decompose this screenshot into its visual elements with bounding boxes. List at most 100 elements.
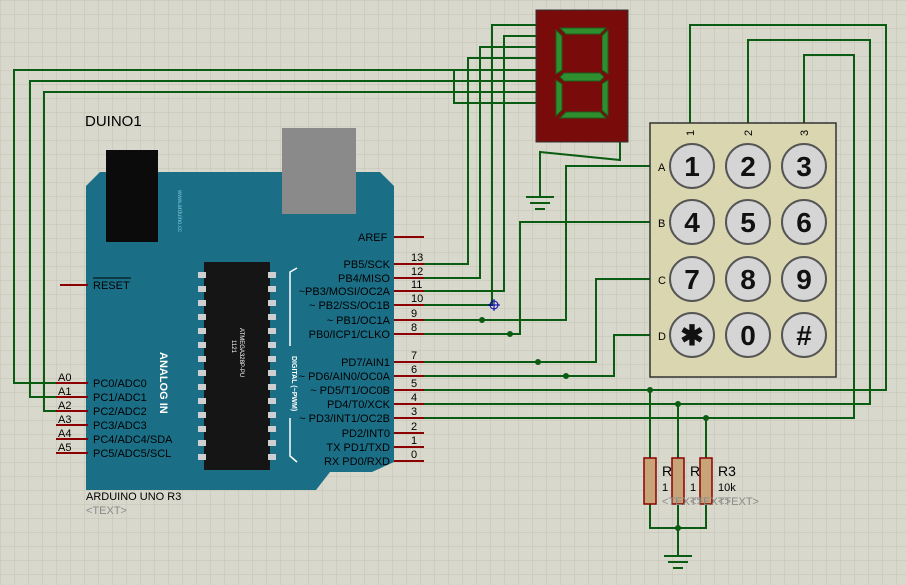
svg-text:PC3/ADC3: PC3/ADC3 xyxy=(93,420,147,432)
usb-port xyxy=(282,128,356,214)
svg-text:TX PD1/TXD: TX PD1/TXD xyxy=(326,442,390,454)
key-0[interactable]: 0 xyxy=(725,312,771,358)
resistor-2 xyxy=(671,457,685,505)
wire-row-b xyxy=(424,221,650,335)
arduino-uno-board[interactable]: DUINO1 www.arduino.cc 1121 ATMEGA328P-PU… xyxy=(56,113,424,517)
svg-text:1: 1 xyxy=(411,435,417,447)
chip-pins xyxy=(198,272,276,460)
ground-symbol-display xyxy=(526,196,554,210)
wire-seg-a xyxy=(424,24,536,306)
svg-text:PC2/ADC2: PC2/ADC2 xyxy=(93,406,147,418)
resistor-1 xyxy=(643,457,657,505)
svg-text:A3: A3 xyxy=(58,414,71,426)
svg-text:#: # xyxy=(796,320,812,351)
key-3[interactable]: 3 xyxy=(781,143,827,189)
svg-text:~ PB1/OC1A: ~ PB1/OC1A xyxy=(327,315,391,327)
svg-text:4: 4 xyxy=(411,392,417,404)
svg-text:1: 1 xyxy=(684,151,700,182)
resistor-3-name: R3 xyxy=(718,463,736,479)
analog-in-label: ANALOG IN xyxy=(157,352,169,414)
wire-col-1 xyxy=(424,24,887,391)
resistor-1-text: <TEXT> xyxy=(662,496,703,508)
svg-text:PC0/ADC0: PC0/ADC0 xyxy=(93,378,147,390)
svg-text:6: 6 xyxy=(411,364,417,376)
keypad-row-a: A xyxy=(658,162,666,174)
digital-pin-6: 6~ PD6/AIN0/OC0A xyxy=(299,364,424,383)
keypad-col-1: 1 xyxy=(685,130,697,136)
svg-text:RX PD0/RXD: RX PD0/RXD xyxy=(324,456,390,468)
svg-text:PC4/ADC4/SDA: PC4/ADC4/SDA xyxy=(93,434,173,446)
seven-segment-display[interactable] xyxy=(535,9,629,143)
svg-text:0: 0 xyxy=(411,449,417,461)
ground-symbol-resistors xyxy=(664,555,692,569)
svg-text:✱: ✱ xyxy=(680,320,703,351)
svg-text:PB4/MISO: PB4/MISO xyxy=(338,273,390,285)
key-5[interactable]: 5 xyxy=(725,199,771,245)
svg-text:3: 3 xyxy=(411,406,417,418)
resistor-2-name: R xyxy=(690,463,700,479)
resistor-2-text: <TEXT> xyxy=(690,496,731,508)
digital-label: DIGITAL (~PWM) xyxy=(290,356,297,411)
resistor-2-value: 1 xyxy=(690,482,696,494)
keypad-row-b: B xyxy=(658,218,665,230)
board-website: www.arduino.cc xyxy=(176,189,182,232)
digital-pin-5: 5~ PD5/T1/OC0B xyxy=(310,378,424,397)
key-star[interactable]: ✱ xyxy=(669,312,715,358)
svg-text:7: 7 xyxy=(411,350,417,362)
key-1[interactable]: 1 xyxy=(669,143,715,189)
wire-row-d xyxy=(424,334,650,377)
wire-col-3 xyxy=(424,54,855,419)
chip-label-1: 1121 xyxy=(230,340,236,354)
resistor-3-text: <TEXT> xyxy=(718,496,759,508)
svg-text:4: 4 xyxy=(684,207,700,238)
aref-label: AREF xyxy=(358,232,388,244)
svg-text:7: 7 xyxy=(684,264,700,295)
key-4[interactable]: 4 xyxy=(669,199,715,245)
svg-text:8: 8 xyxy=(411,322,417,334)
svg-text:6: 6 xyxy=(796,207,812,238)
svg-text:PD2/INT0: PD2/INT0 xyxy=(342,428,390,440)
wire-col-2 xyxy=(424,39,871,405)
svg-text:A2: A2 xyxy=(58,400,71,412)
svg-text:A1: A1 xyxy=(58,386,71,398)
wire-display-gnd xyxy=(539,142,621,197)
keypad[interactable]: A B C D 1 2 3 1 2 3 4 5 6 7 8 9 ✱ 0 # xyxy=(649,122,837,378)
svg-text:2: 2 xyxy=(411,421,417,433)
svg-text:~ PD5/T1/OC0B: ~ PD5/T1/OC0B xyxy=(310,385,390,397)
svg-text:0: 0 xyxy=(740,320,756,351)
board-type-label: ARDUINO UNO R3 xyxy=(86,491,181,503)
key-8[interactable]: 8 xyxy=(725,256,771,302)
resistors[interactable]: R R R3 1 1 10k <TEXT> <TEXT> <TEXT> xyxy=(643,457,759,508)
svg-text:3: 3 xyxy=(796,151,812,182)
wire-seg-b xyxy=(424,35,536,292)
key-hash[interactable]: # xyxy=(781,312,827,358)
svg-text:PC5/ADC5/SCL: PC5/ADC5/SCL xyxy=(93,448,171,460)
wire-row-c xyxy=(424,278,650,363)
resistor-1-name: R xyxy=(662,463,672,479)
resistor-1-value: 1 xyxy=(662,482,668,494)
key-7[interactable]: 7 xyxy=(669,256,715,302)
svg-text:8: 8 xyxy=(740,264,756,295)
svg-text:10: 10 xyxy=(411,293,423,305)
key-9[interactable]: 9 xyxy=(781,256,827,302)
resistor-3 xyxy=(699,457,713,505)
svg-text:PD4/T0/XCK: PD4/T0/XCK xyxy=(327,399,391,411)
svg-text:A4: A4 xyxy=(58,428,71,440)
svg-text:PD7/AIN1: PD7/AIN1 xyxy=(341,357,390,369)
svg-text:A5: A5 xyxy=(58,442,71,454)
reset-label: RESET xyxy=(93,280,130,292)
key-6[interactable]: 6 xyxy=(781,199,827,245)
svg-text:~ PB2/SS/OC1B: ~ PB2/SS/OC1B xyxy=(309,300,390,312)
wire-a0 xyxy=(13,69,536,384)
wire-seg-c xyxy=(424,46,536,279)
svg-text:~ PD3/INT1/OC2B: ~ PD3/INT1/OC2B xyxy=(299,413,390,425)
key-2[interactable]: 2 xyxy=(725,143,771,189)
svg-text:12: 12 xyxy=(411,266,423,278)
